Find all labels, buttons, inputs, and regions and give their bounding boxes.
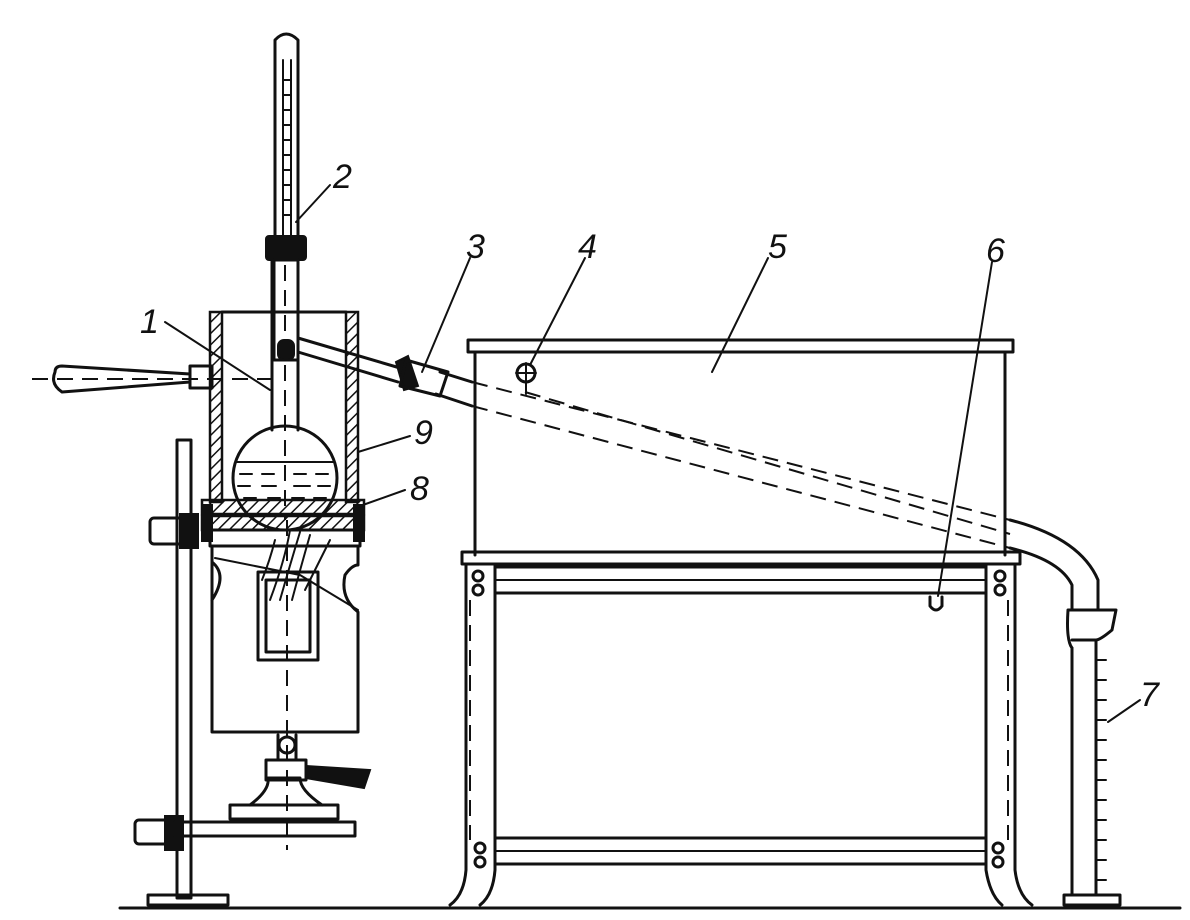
label-8: 8 — [410, 470, 429, 508]
asbestos-plate — [200, 498, 366, 548]
leader-lines — [164, 184, 1141, 723]
retort-stand — [133, 438, 357, 907]
label-1: 1 — [140, 303, 159, 341]
label-4: 4 — [578, 228, 597, 266]
label-9: 9 — [414, 414, 433, 452]
distillation-flask — [231, 240, 402, 532]
label-5: 5 — [768, 228, 787, 266]
thermometer — [265, 32, 307, 362]
label-3: 3 — [466, 228, 485, 266]
heat-shield — [208, 310, 360, 504]
cork-connector — [394, 354, 450, 398]
label-7: 7 — [1140, 676, 1160, 714]
shield-handle — [32, 364, 275, 394]
burner-shield — [210, 529, 360, 734]
graduated-cylinder — [1062, 608, 1122, 907]
condenser-tube — [434, 370, 1100, 612]
label-2: 2 — [332, 158, 352, 196]
tank-stand — [448, 550, 1034, 907]
label-6: 6 — [986, 232, 1005, 270]
drain-plug — [928, 595, 944, 612]
callout-labels: 1 2 3 4 5 6 7 8 9 — [140, 158, 1160, 714]
cooling-tank — [466, 338, 1015, 557]
